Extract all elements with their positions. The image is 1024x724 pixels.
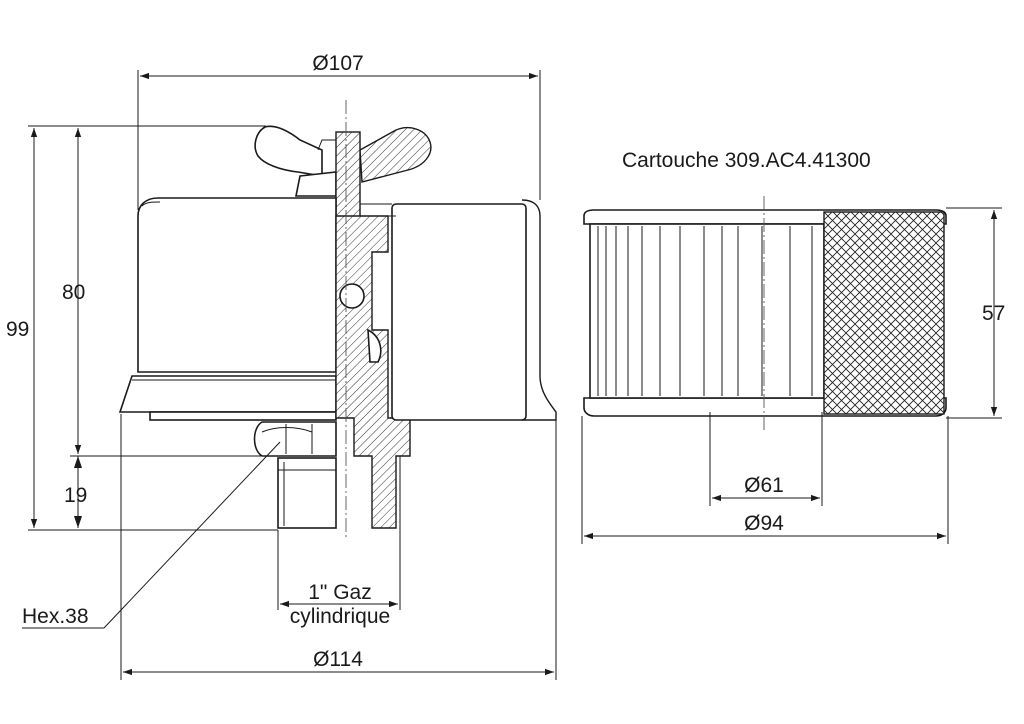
hex-nut	[253, 421, 337, 457]
threaded-spigot	[277, 457, 337, 529]
cartridge-pleats	[589, 223, 825, 399]
pleat-lines	[597, 226, 813, 396]
dim-label-61: Ø61	[744, 474, 784, 497]
housing-wall	[521, 199, 557, 421]
dim-label-94: Ø94	[744, 512, 784, 535]
cartridge-view	[583, 196, 947, 432]
wing-nut	[254, 125, 432, 197]
dim-label-80: 80	[62, 281, 85, 304]
dim-label-99: 99	[6, 318, 29, 341]
cartridge-media-section	[823, 211, 945, 415]
dimensions: Ø107 Ø114 99 80 19 1" Gaz cylindrique He…	[6, 52, 1005, 680]
filter-cover	[137, 197, 337, 373]
cartridge-title: Cartouche 309.AC4.41300	[622, 149, 871, 172]
dim-label-114: Ø114	[313, 648, 363, 671]
thread-label-line2: cylindrique	[290, 605, 390, 628]
dim-label-57: 57	[982, 302, 1005, 325]
dim-label-19: 19	[64, 484, 87, 507]
dim-label-107: Ø107	[312, 52, 363, 75]
filter-flange	[118, 375, 337, 413]
hex-label: Hex.38	[22, 605, 89, 628]
filter-assembly-view	[118, 100, 557, 540]
thread-label-line1: 1" Gaz	[308, 581, 371, 604]
